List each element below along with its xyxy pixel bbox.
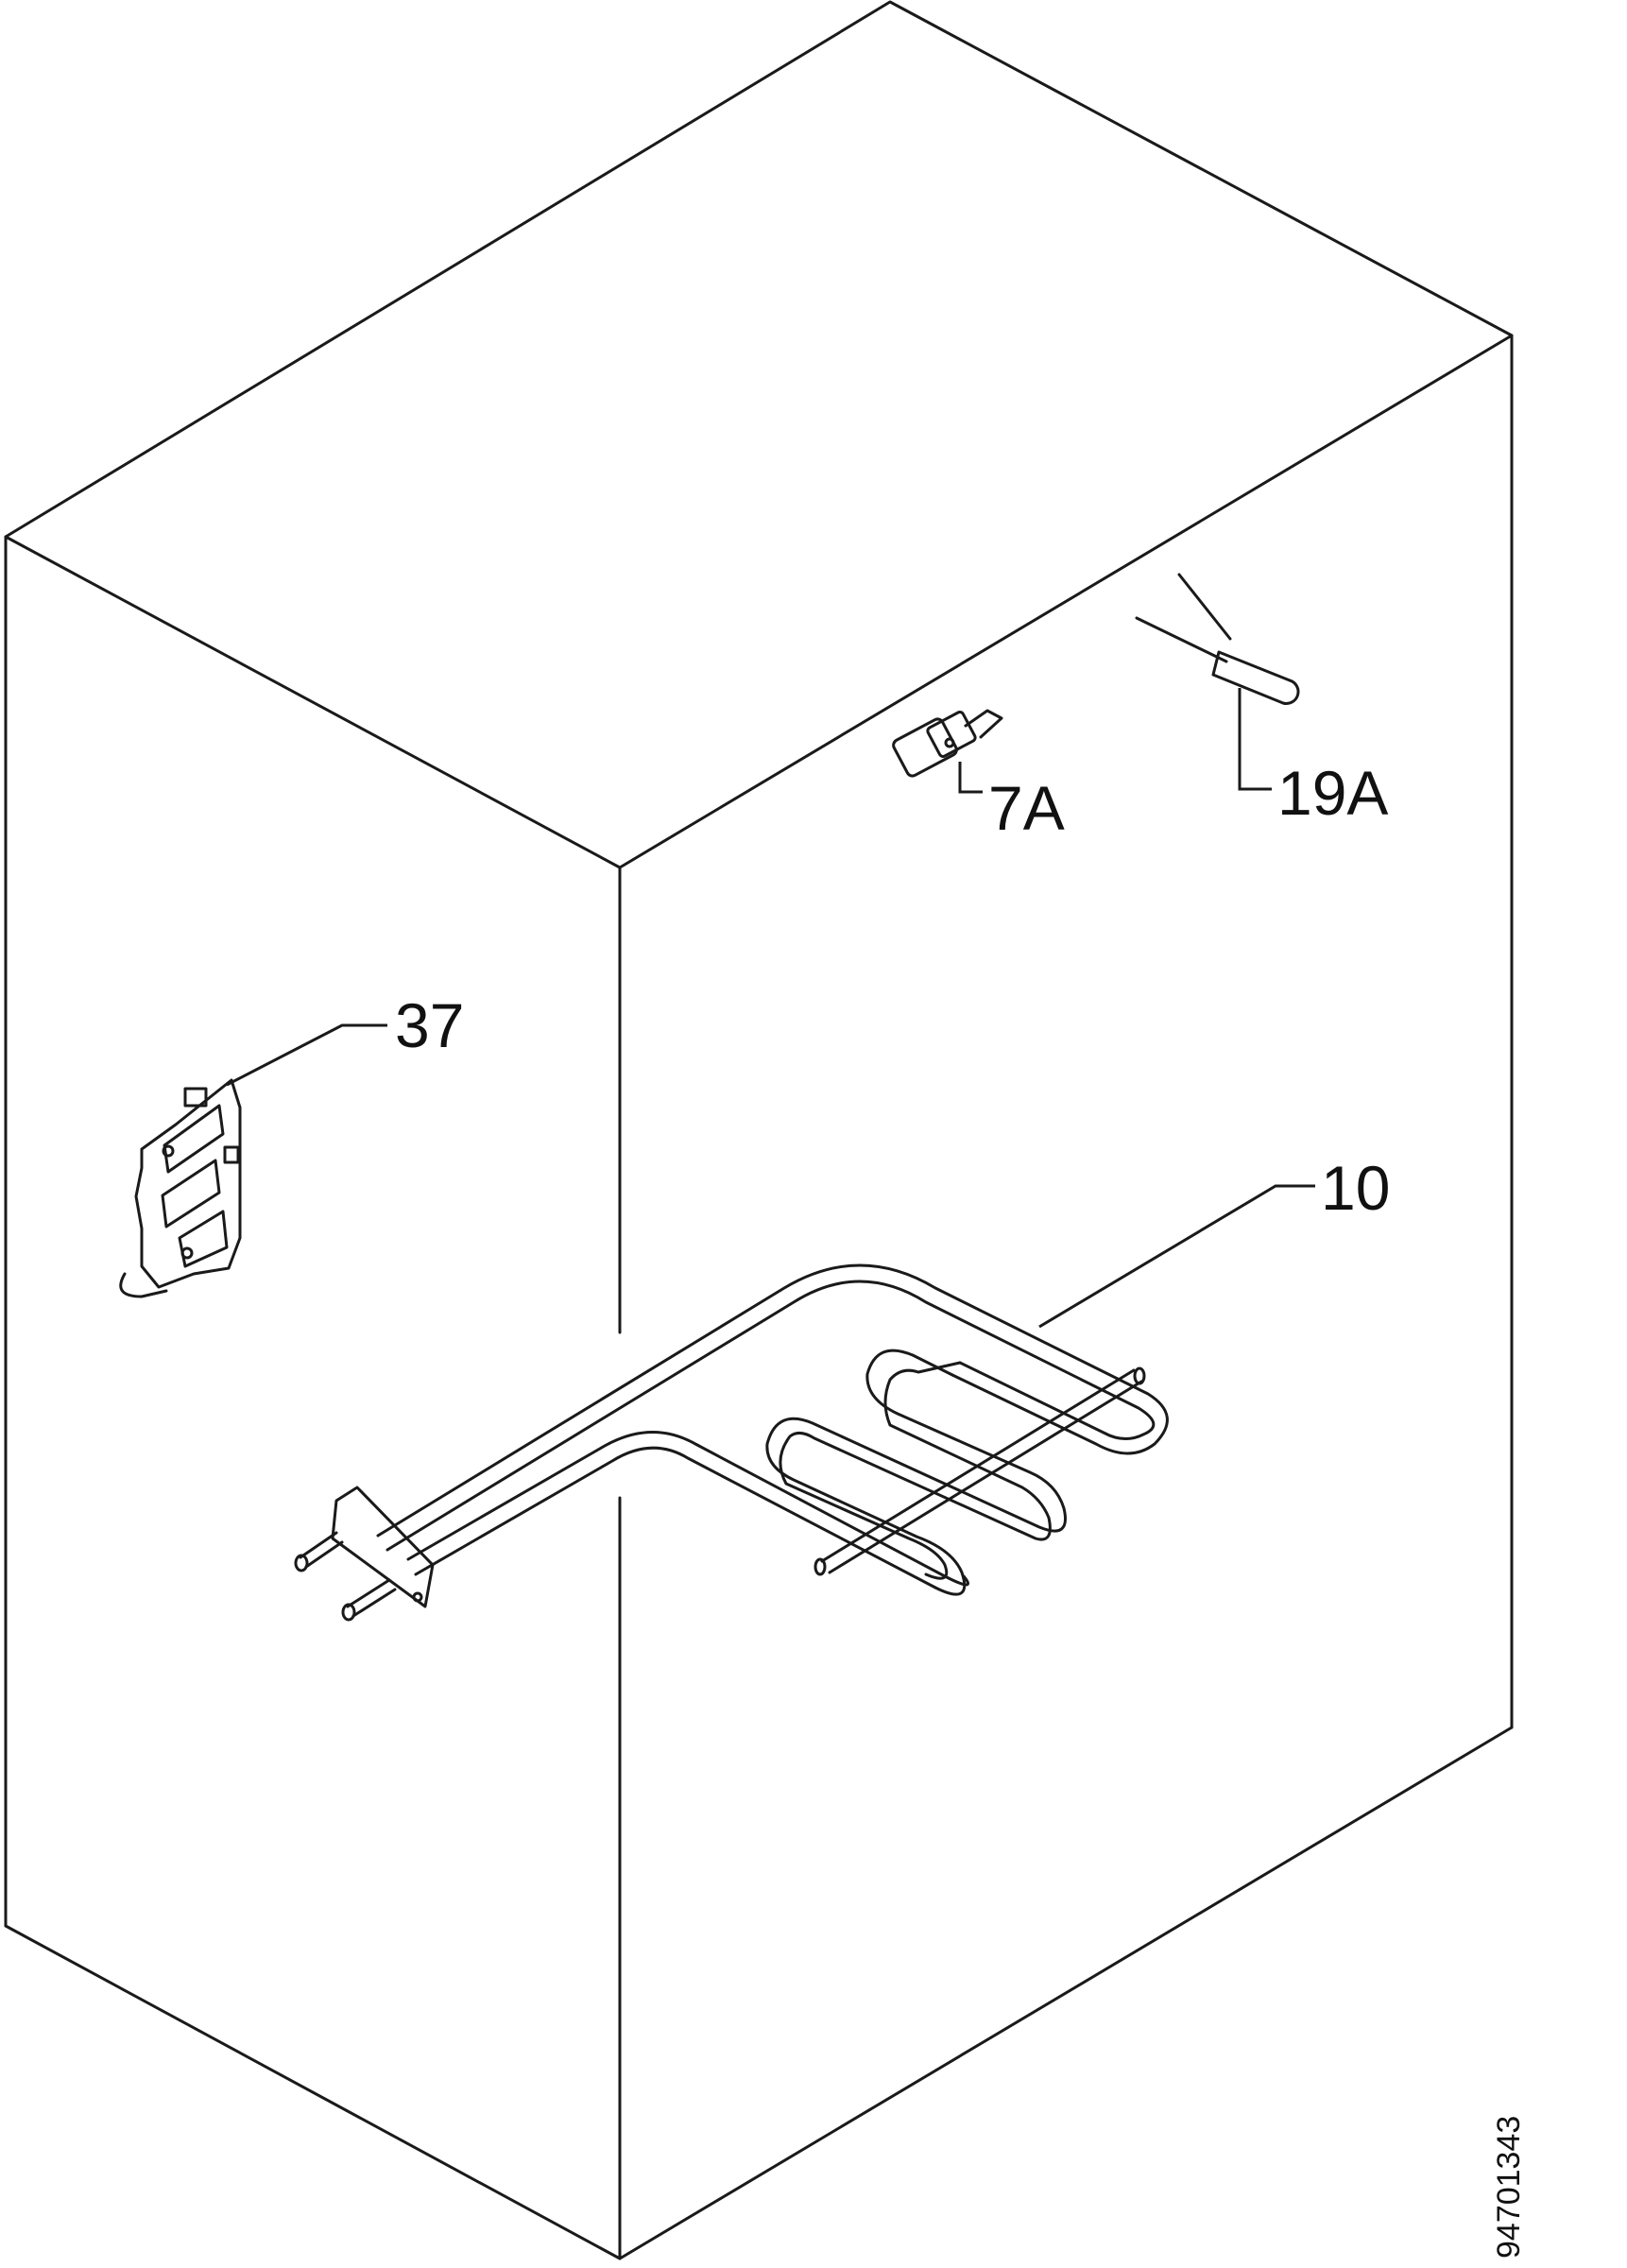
callout-10: 10 [1321,1153,1390,1223]
leader-10 [1038,1184,1315,1329]
leader-7a [958,762,983,794]
callout-37: 37 [395,990,464,1060]
cavity-top-face [4,0,1514,869]
thermostat-switch-part [892,709,1003,794]
terminal-block-part [119,1023,387,1298]
oven-cavity-outline [4,0,1514,2260]
cavity-bottom-edges [4,1726,1514,2260]
callout-7a: 7A [988,773,1065,843]
grill-element-part [294,1184,1315,1622]
leader-19a [1238,688,1272,791]
callout-19a: 19A [1277,758,1388,828]
leader-37 [226,1023,387,1087]
temperature-sensor-part [1135,573,1300,791]
drawing-number: 94701343 [1491,2116,1527,2259]
